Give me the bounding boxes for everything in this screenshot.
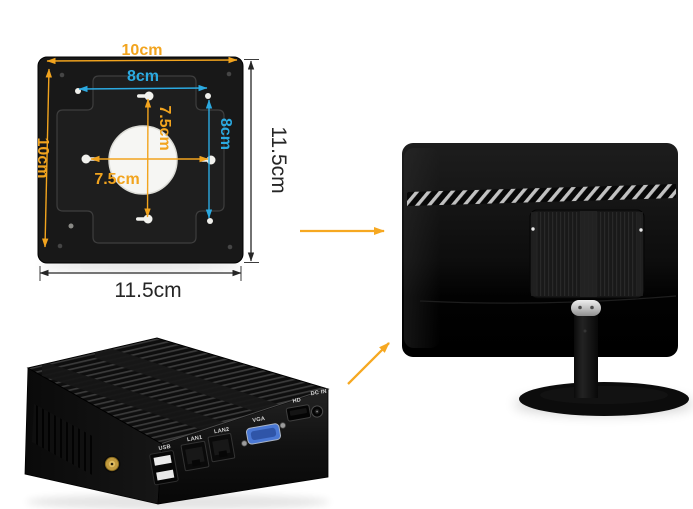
usb-tab-bottom [156, 469, 175, 481]
usb-tab-top [153, 454, 172, 466]
mounted-pc-right-edge [636, 212, 643, 296]
dim-vertical-spacing-label: 7.5cm [156, 105, 173, 150]
mounted-mini-pc [529, 209, 645, 299]
bracket-corner-holes [57, 71, 233, 250]
mounted-pc-left-edge [531, 212, 538, 296]
dim-inner-height-label: 8cm [217, 118, 234, 150]
mounted-pc-center-band [580, 211, 597, 297]
neck-screw [583, 329, 587, 333]
mini-pc-top-smooth-bands [42, 343, 305, 444]
monitor-left-sheen [404, 148, 440, 348]
callout-arrows [300, 227, 390, 385]
mount-screw-left [531, 227, 535, 231]
hdmi-slot [289, 408, 307, 416]
monitor-photo [402, 143, 693, 416]
orange-dimension-lines [41, 56, 238, 248]
lan1-clip [191, 459, 201, 467]
front-top-bevel [161, 388, 329, 444]
dim-horizontal-spacing-label: 7.5cm [94, 171, 139, 188]
callout-arrow-pc-to-monitor [347, 342, 390, 385]
dim-outer-height-label: 11.5cm [267, 126, 290, 193]
dim-top-width-label: 10cm [122, 42, 163, 59]
dc-in-port [310, 405, 324, 418]
antenna-pin-hole [110, 462, 114, 466]
top-band-1 [42, 361, 250, 444]
hole-80-bottom-left [68, 223, 74, 229]
orange-dimension-labels: 10cm 10cm 7.5cm 7.5cm [34, 42, 173, 188]
port-labels: USB LAN1 LAN2 VGA HD DC IN [158, 389, 327, 452]
keyhole-top [144, 91, 154, 101]
mini-pc-photo: USB LAN1 LAN2 VGA HD DC IN [24, 337, 330, 509]
cyan-dimension-labels: 8cm 8cm [127, 68, 234, 150]
mount-screw-right [639, 228, 643, 232]
hole-80-bottom-right [207, 218, 213, 224]
lan2-clip [218, 450, 228, 458]
vga-screw-left [241, 440, 248, 447]
vga-port [241, 422, 286, 447]
top-band-2 [95, 343, 305, 428]
lan2-port [207, 433, 236, 463]
vga-label: VGA [252, 416, 266, 424]
dc-in-label: DC IN [310, 389, 327, 398]
dim-inner-width-label: 8cm [127, 68, 159, 85]
hinge-screw-right [590, 305, 594, 310]
lan2-label: LAN2 [214, 427, 230, 436]
dim-outer-width-label: 11.5cm [114, 279, 181, 302]
corner-hole-bl [57, 243, 63, 249]
corner-hole-tr [226, 71, 232, 77]
cyan-dimension-lines [78, 84, 213, 219]
corner-hole-tl [59, 72, 65, 78]
dim-line-left-height [41, 68, 53, 248]
dim-line-vertical-spacing [144, 98, 152, 218]
stand-hinge-cover [571, 300, 601, 316]
vga-screw-right [279, 422, 286, 429]
usb-port [149, 450, 179, 486]
lan1-label: LAN1 [187, 435, 203, 444]
black-dimension-labels: 11.5cm 11.5cm [114, 126, 290, 302]
keyhole-right [206, 155, 216, 165]
lan1-port [180, 440, 210, 472]
hole-80-top-right [205, 93, 211, 99]
monitor-vent-slats [407, 184, 676, 206]
usb-label: USB [158, 444, 171, 452]
hdmi-port [285, 404, 312, 422]
wifi-antenna-connector [103, 455, 121, 473]
base-sheen [540, 386, 668, 404]
dim-line-top-width [46, 56, 238, 65]
dim-line-inner-width [78, 84, 208, 93]
hinge-screw-left [578, 305, 582, 310]
mini-pc-shadow [26, 494, 330, 509]
dc-jack-pin [316, 410, 318, 413]
usb-housing [149, 450, 179, 486]
monitor-panel-edge [419, 295, 677, 304]
dim-left-height-label: 10cm [34, 138, 51, 179]
bracket-dimensions: 10cm 10cm 7.5cm 7.5cm 8cm 8cm 11.5cm 11.… [34, 42, 290, 302]
vga-pin-field [250, 427, 277, 441]
corner-hole-br [227, 244, 233, 250]
mini-pc-left-vents [32, 404, 96, 476]
hdmi-label: HD [292, 397, 301, 404]
monitor-stand-neck [574, 306, 598, 398]
keyhole-left [81, 154, 91, 164]
black-dimension-lines [39, 59, 259, 281]
